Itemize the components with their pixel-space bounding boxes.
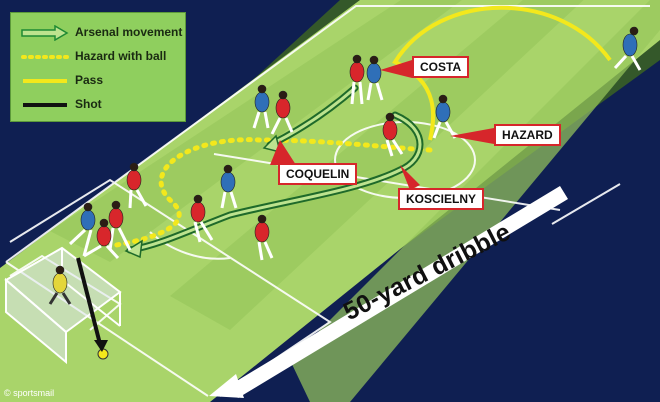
dribble-arrow — [209, 186, 568, 398]
player-arsenal — [254, 214, 274, 261]
callout-hazard: HAZARD — [494, 124, 561, 146]
player-chelsea — [68, 202, 96, 257]
player-arsenal — [349, 54, 365, 105]
player-arsenal — [190, 194, 214, 243]
player-arsenal — [126, 162, 148, 209]
arsenal-movement-arrows — [124, 84, 424, 259]
player-arsenal — [83, 218, 120, 260]
player-chelsea — [432, 94, 457, 139]
credit-text: © sportsmail — [4, 388, 55, 398]
dotted-line-icon — [21, 55, 69, 59]
legend-label: Hazard with ball — [75, 49, 167, 63]
legend-item-hazard-with-ball: Hazard with ball — [11, 47, 187, 67]
legend-box: Arsenal movement Hazard with ball Pass S… — [10, 12, 186, 122]
black-line-icon — [23, 103, 67, 107]
pass-line — [392, 5, 612, 141]
callout-koscielny: KOSCIELNY — [398, 188, 485, 210]
legend-label: Pass — [75, 73, 104, 87]
outline-arrow-icon — [21, 25, 69, 41]
shot-line — [76, 257, 108, 352]
hazard-dribble-path — [107, 137, 433, 249]
legend-label: Arsenal movement — [75, 25, 183, 39]
player-arsenal — [270, 90, 294, 135]
players — [48, 26, 642, 305]
ball-icon — [97, 348, 109, 360]
player-goalkeeper — [48, 265, 72, 305]
legend-item-arsenal-movement: Arsenal movement — [11, 23, 187, 43]
legend-label: Shot — [75, 97, 102, 111]
solid-yellow-line-icon — [23, 79, 67, 83]
player-chelsea — [252, 84, 270, 129]
callout-costa: COSTA — [412, 56, 470, 78]
player-chelsea — [366, 55, 384, 101]
player-arsenal — [382, 112, 404, 157]
callout-coquelin: COQUELIN — [278, 163, 358, 185]
legend-item-pass: Pass — [11, 71, 187, 91]
player-chelsea — [613, 26, 642, 71]
player-arsenal — [108, 200, 132, 251]
legend-item-shot: Shot — [11, 95, 187, 115]
player-chelsea — [220, 164, 238, 209]
callout-pointers — [270, 60, 494, 190]
